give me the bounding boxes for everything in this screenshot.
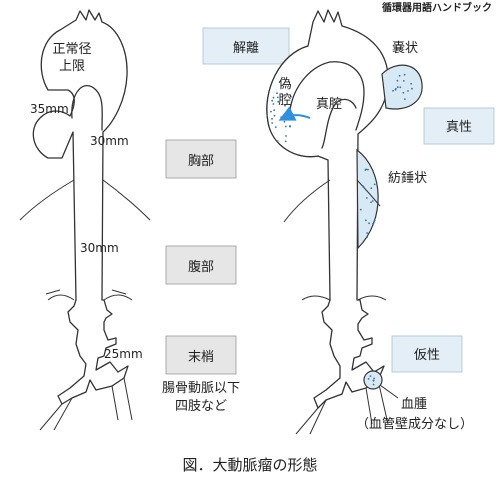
stipple-dot [277, 100, 280, 103]
stipple-dot [396, 79, 399, 82]
stipple-dot [367, 168, 369, 171]
stipple-dot [404, 98, 406, 100]
stipple-dot [273, 109, 276, 112]
stipple-dot [410, 82, 412, 85]
stipple-dot [271, 99, 274, 102]
stipple-dots [270, 73, 413, 386]
blood-flow-arrow [278, 106, 311, 121]
stipple-dot [394, 87, 397, 90]
stipple-dot [359, 208, 362, 211]
stipple-dot [367, 378, 370, 380]
fusiform-label: 紡錘状 [388, 170, 427, 186]
hematoma-pointer [379, 384, 399, 399]
category-thoracic: 胸部 [165, 139, 237, 179]
stipple-dot [402, 80, 405, 82]
hematoma-note: （血管壁成分なし） [356, 417, 473, 432]
upper-limit-label-line2: 上限 [59, 59, 85, 74]
stipple-dot [402, 91, 405, 94]
stipple-dot [283, 120, 286, 123]
saccular-label: 嚢状 [392, 40, 418, 56]
stipple-dot [276, 92, 278, 95]
peripheral-note-line2: 四肢など [175, 398, 227, 414]
stipple-dot [271, 118, 273, 120]
stipple-dot [371, 200, 374, 202]
stipple-dot [270, 110, 272, 113]
stipple-dot [373, 377, 375, 380]
type-pseudoaneurysm: 仮性 [391, 335, 463, 373]
stipple-dot [272, 96, 275, 99]
stipple-dot [290, 95, 292, 98]
stipple-dot [276, 96, 279, 99]
stipple-dot [362, 185, 365, 188]
type-dissection-label: 解離 [233, 41, 259, 56]
stipple-dot [365, 219, 367, 222]
stipple-dot [366, 232, 368, 234]
stipple-dot [398, 74, 401, 77]
stipple-dot [273, 114, 276, 117]
normal-aorta [19, 9, 151, 431]
source-label: 循環器用語ハンドブック [382, 1, 492, 14]
type-true-aneurysm: 真性 [423, 107, 495, 145]
true-lumen-label: 真腔 [316, 97, 342, 112]
stipple-dot [271, 122, 274, 124]
stipple-dot [284, 125, 287, 128]
figure-caption: 図．大動脈瘤の形態 [182, 456, 317, 474]
stipple-dot [284, 140, 287, 143]
stipple-dot [373, 183, 376, 186]
type-pseudoaneurysm-label: 仮性 [414, 348, 440, 363]
stipple-dot [372, 379, 375, 382]
category-thoracic-label: 胸部 [188, 154, 214, 169]
category-peripheral: 末梢 [165, 335, 237, 375]
aneurysm-aorta [266, 9, 423, 435]
category-peripheral-label: 末梢 [188, 350, 214, 365]
measure-30mm-arch: 30mm [90, 134, 129, 148]
upper-limit-label-line1: 正常径 [52, 42, 91, 57]
stipple-dot [403, 73, 406, 76]
category-abdominal: 腹部 [165, 245, 237, 285]
stipple-dot [365, 168, 368, 171]
false-lumen-label-2: 腔 [278, 93, 291, 108]
stipple-dot [372, 223, 374, 225]
type-dissection: 解離 [202, 27, 290, 65]
stipple-dot [407, 90, 409, 92]
stipple-dot [392, 89, 394, 92]
stipple-dot [276, 140, 279, 143]
category-abdominal-label: 腹部 [188, 259, 214, 275]
stipple-dot [372, 383, 375, 386]
stipple-dot [272, 103, 275, 105]
stipple-dot [366, 236, 369, 238]
stipple-dot [284, 104, 286, 107]
stipple-dot [285, 135, 287, 137]
measure-35mm: 35mm [30, 102, 69, 116]
stipple-dot [280, 116, 283, 119]
stipple-dot [411, 87, 413, 90]
stipple-dot [365, 197, 368, 199]
type-true-aneurysm-label: 真性 [446, 120, 472, 135]
stipple-dot [372, 170, 374, 172]
stipple-dot [289, 125, 291, 128]
measure-25mm: 25mm [104, 347, 143, 361]
stipple-dot [368, 222, 370, 225]
stipple-dot [373, 219, 376, 222]
hematoma-label: 血腫 [401, 396, 427, 412]
stipple-dot [369, 375, 372, 377]
peripheral-note-line1: 腸骨動脈以下 [162, 381, 240, 396]
measure-30mm-abdominal: 30mm [80, 241, 119, 255]
false-lumen-label-1: 偽 [278, 77, 291, 92]
stipple-dot [396, 86, 399, 89]
stipple-dot [274, 126, 277, 128]
stipple-dot [370, 201, 372, 204]
stipple-dot [370, 187, 373, 190]
stipple-dot [399, 86, 402, 89]
